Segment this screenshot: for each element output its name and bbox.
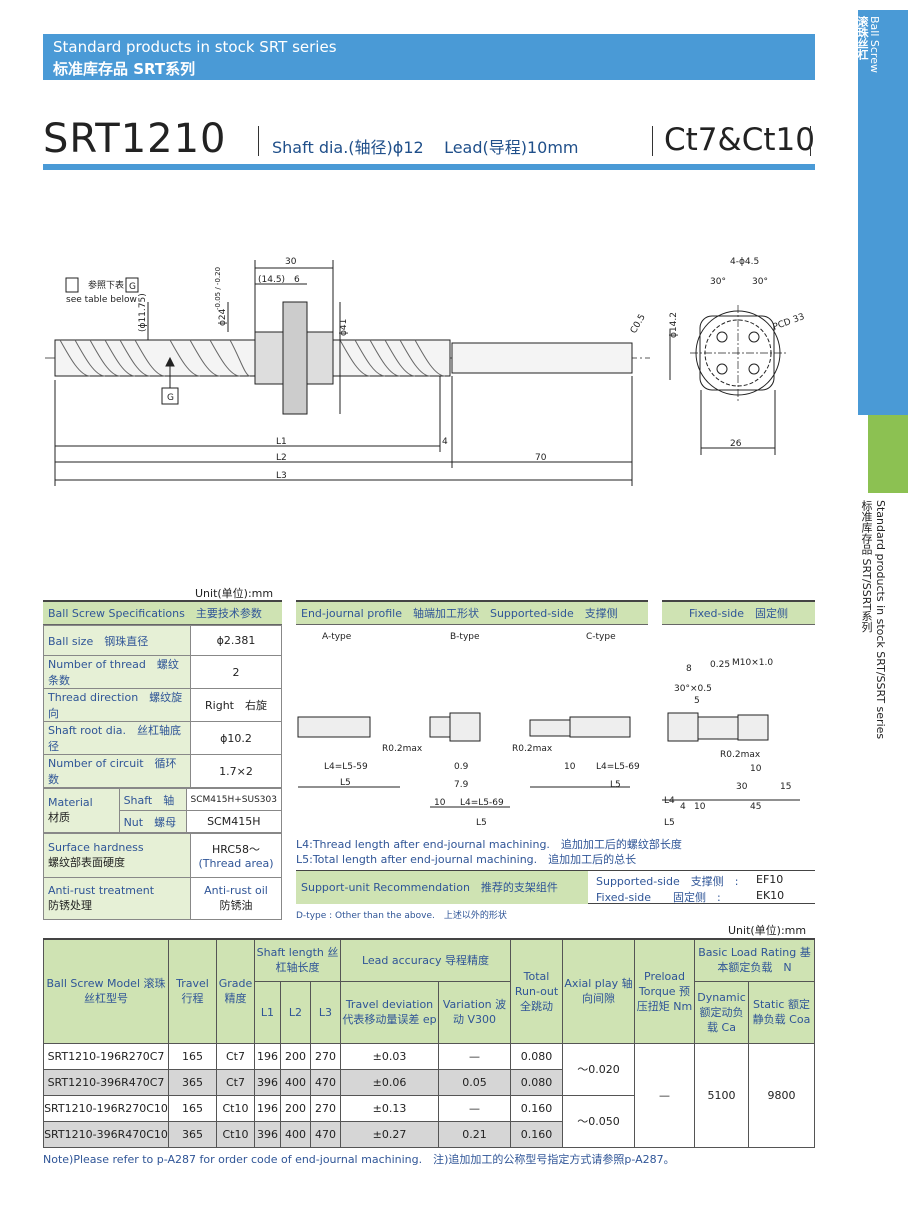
shaft-dia: Shaft dia.(轴径)ϕ12 (272, 138, 424, 157)
spec-unit: Unit(单位):mm (195, 587, 274, 600)
svg-text:B-type: B-type (450, 632, 480, 642)
svg-text:30°×0.5: 30°×0.5 (674, 684, 712, 694)
svg-text:G: G (129, 282, 136, 292)
spec-table: Ball Screw Specifications 主要技术参数 Ball si… (43, 600, 283, 920)
support-title: Support-unit Recommendation 推荐的支架组件 (296, 871, 588, 904)
svg-text:(ϕ11.75): (ϕ11.75) (138, 293, 148, 332)
svg-text:10: 10 (564, 762, 576, 772)
svg-text:PCD 33: PCD 33 (772, 312, 806, 333)
svg-text:30: 30 (736, 782, 748, 792)
svg-text:L4: L4 (664, 796, 675, 806)
svg-text:L5: L5 (664, 818, 675, 828)
side-tab-en: Ball Screw (868, 16, 881, 73)
note-l5: L5:Total length after end-journal machin… (296, 853, 637, 866)
svg-text:C0.5: C0.5 (629, 313, 648, 336)
main-spec-table: Ball Screw Model 滚珠丝杠型号 Travel 行程 Grade … (43, 938, 815, 1148)
svg-text:8: 8 (686, 664, 692, 674)
drawing-ref: 参照下表 (88, 279, 124, 291)
note-l4: L4:Thread length after end-journal machi… (296, 838, 682, 851)
svg-text:30°: 30° (752, 277, 768, 287)
header-title-cn: 标准库存品 SRT系列 (53, 60, 196, 78)
svg-text:ϕ24: ϕ24 (218, 308, 228, 326)
svg-text:R0.2max: R0.2max (382, 744, 423, 754)
main-unit: Unit(单位):mm (728, 924, 807, 937)
dtype-note: D-type : Other than the above. 上述以外的形状 (296, 911, 507, 921)
svg-text:-0.05 / -0.20: -0.05 / -0.20 (214, 267, 222, 310)
spec-title: Ball Screw Specifications 主要技术参数 (43, 600, 282, 625)
svg-text:C-type: C-type (586, 632, 616, 642)
svg-text:L4=L5-69: L4=L5-69 (596, 762, 640, 772)
footer-note: Note)Please refer to p-A287 for order co… (43, 1153, 675, 1166)
side-tab-ball-screw[interactable]: Ball Screw 滚珠丝杠 (856, 10, 908, 415)
svg-text:0.9: 0.9 (454, 762, 469, 772)
svg-text:see table below: see table below (66, 295, 137, 305)
header-band: Standard products in stock SRT series 标准… (43, 34, 815, 80)
model-title: SRT1210 (43, 116, 227, 162)
svg-text:10: 10 (750, 764, 762, 774)
svg-text:ϕ14.2: ϕ14.2 (669, 312, 679, 338)
lead: Lead(导程)10mm (444, 138, 579, 157)
svg-text:10: 10 (694, 802, 706, 812)
svg-text:4: 4 (680, 802, 686, 812)
support-unit-box: Support-unit Recommendation 推荐的支架组件 Supp… (296, 870, 815, 904)
side-section-cn: 标准库存品 SRT/SSRT系列 (860, 500, 873, 633)
svg-text:7.9: 7.9 (454, 780, 469, 790)
svg-text:L3: L3 (276, 471, 287, 481)
ball-screw-drawing: 参照下表 G see table below 30 (14.5) 6 (ϕ11.… (45, 257, 806, 486)
svg-text:G: G (167, 393, 174, 403)
svg-text:30°: 30° (710, 277, 726, 287)
journal-head: End-journal profile 轴端加工形状 Supported-sid… (296, 600, 648, 625)
svg-text:L1: L1 (276, 437, 287, 447)
fixed-head: Fixed-side 固定侧 (662, 600, 815, 625)
svg-text:10: 10 (434, 798, 446, 808)
svg-text:L4=L5-59: L4=L5-59 (324, 762, 368, 772)
svg-text:30: 30 (285, 257, 297, 267)
svg-text:4-ϕ4.5: 4-ϕ4.5 (730, 257, 759, 267)
journal-drawing: A-type B-type C-type R0.2max R0.2max R0.… (297, 632, 800, 828)
svg-text:0.25: 0.25 (710, 660, 730, 670)
side-tab-current[interactable] (868, 415, 908, 493)
svg-text:R0.2max: R0.2max (512, 744, 553, 754)
svg-text:(14.5): (14.5) (258, 275, 285, 285)
svg-text:L2: L2 (276, 453, 287, 463)
svg-text:70: 70 (535, 453, 547, 463)
svg-text:4: 4 (442, 437, 448, 447)
svg-text:L5: L5 (610, 780, 621, 790)
shaft-lead-line: Shaft dia.(轴径)ϕ12 Lead(导程)10mm (272, 134, 579, 158)
title-underline (43, 164, 815, 170)
side-section-en: Standard products in stock SRT/SSRT seri… (874, 500, 887, 740)
header-title-en: Standard products in stock SRT series (53, 38, 337, 56)
svg-text:L5: L5 (340, 778, 351, 788)
svg-text:L4=L5-69: L4=L5-69 (460, 798, 504, 808)
svg-text:45: 45 (750, 802, 761, 812)
svg-text:15: 15 (780, 782, 791, 792)
svg-text:L5: L5 (476, 818, 487, 828)
svg-text:ϕ41: ϕ41 (339, 319, 349, 336)
svg-text:5: 5 (694, 696, 700, 706)
grade-title: Ct7&Ct10 (664, 122, 815, 158)
svg-text:A-type: A-type (322, 632, 352, 642)
side-tab-cn: 滚珠丝杠 (856, 16, 869, 60)
svg-text:M10×1.0: M10×1.0 (732, 658, 773, 668)
svg-text:R0.2max: R0.2max (720, 750, 761, 760)
svg-text:26: 26 (730, 439, 742, 449)
svg-text:6: 6 (294, 275, 300, 285)
